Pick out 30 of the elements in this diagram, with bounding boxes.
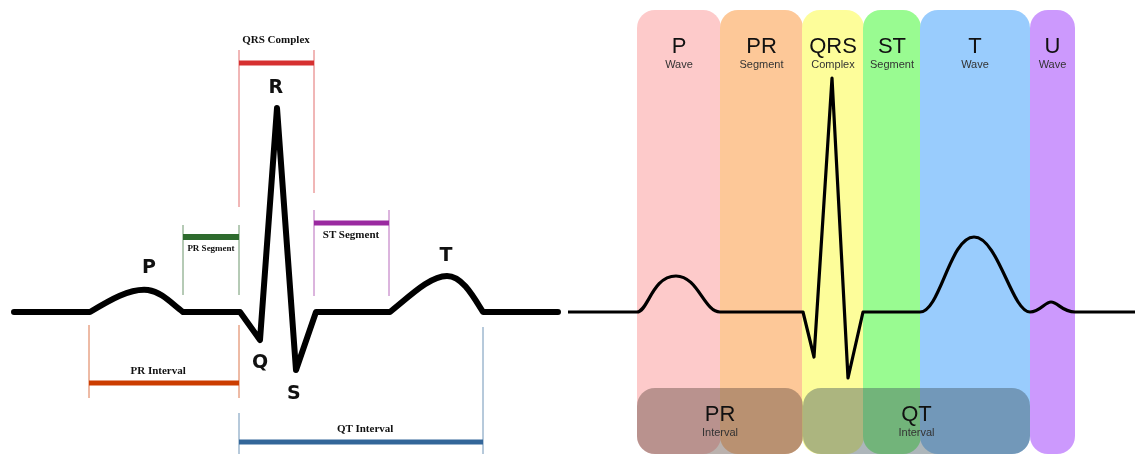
band-subtitle: Segment [869,58,915,70]
band-title: PR [703,402,737,426]
bracket-label: PR Interval [130,364,186,376]
band-title: ST [876,34,908,58]
band-title: T [967,34,983,58]
wave-letter: P [142,255,156,277]
band-subtitle: Interval [700,426,740,438]
band-title: U [1043,34,1062,58]
band-title: QT [900,402,933,426]
wave-letter: R [268,75,284,97]
bracket-label: ST Segment [321,228,381,240]
wave-letter: Q [252,350,269,372]
band-subtitle: Wave [1037,58,1068,70]
bracket-label: QT Interval [337,422,394,434]
band-title: P [670,34,688,58]
wave-band [1030,10,1075,454]
band-subtitle: Segment [738,58,785,70]
interval-band [803,388,1030,454]
band-subtitle: Wave [960,58,990,70]
band-title: PR [745,34,778,58]
bracket-label: PR Segment [186,243,236,253]
wave-band [802,10,864,454]
band-title: QRS [808,34,858,58]
band-subtitle: Complex [810,58,856,70]
wave-letter: T [439,243,453,265]
band-subtitle: Interval [897,426,936,438]
interval-band [637,388,803,454]
wave-letter: S [287,381,301,403]
band-subtitle: Wave [664,58,694,70]
bracket-label: QRS Complex [241,33,311,45]
